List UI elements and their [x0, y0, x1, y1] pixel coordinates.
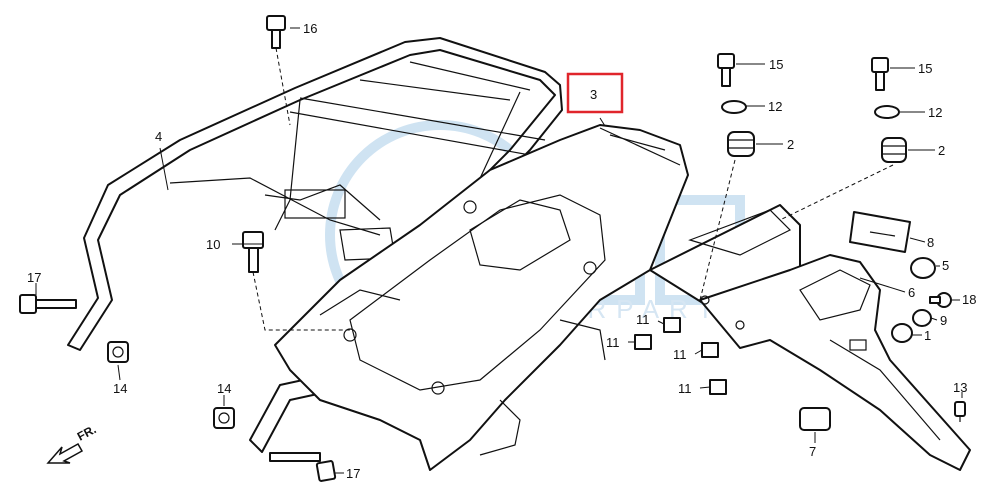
- part-3-rear-fender[interactable]: [274, 124, 689, 471]
- callout-18[interactable]: 18: [962, 292, 976, 307]
- callout-12b[interactable]: 12: [928, 105, 942, 120]
- callout-3[interactable]: 3: [590, 87, 597, 102]
- callout-15b[interactable]: 15: [918, 61, 932, 76]
- part-15-bolt-a[interactable]: [717, 53, 735, 87]
- part-5-rubber[interactable]: [910, 257, 936, 279]
- part-12-washer-a[interactable]: [721, 100, 747, 114]
- part-7-pad[interactable]: [799, 407, 831, 431]
- highlight-box-part-3: [566, 72, 624, 114]
- part-2-grommet-b[interactable]: [881, 137, 907, 163]
- part-17-bolt-lower[interactable]: [269, 452, 337, 482]
- hardware: [19, 15, 966, 482]
- direction-indicator: FR.: [46, 422, 99, 464]
- part-6-license-bracket[interactable]: [649, 204, 971, 471]
- part-2-grommet-a[interactable]: [727, 131, 755, 157]
- part-15-bolt-b[interactable]: [871, 57, 889, 91]
- callout-17b[interactable]: 17: [346, 466, 360, 481]
- part-10-bolt[interactable]: [242, 231, 264, 273]
- callout-2b[interactable]: 2: [938, 143, 945, 158]
- callout-11a[interactable]: 11: [636, 312, 650, 327]
- part-9-collar[interactable]: [912, 309, 932, 327]
- part-11-clip-a[interactable]: [663, 317, 681, 333]
- callout-1[interactable]: 1: [924, 328, 931, 343]
- callout-16[interactable]: 16: [303, 21, 317, 36]
- part-13-screw[interactable]: [954, 401, 966, 422]
- callout-10[interactable]: 10: [206, 237, 220, 252]
- callout-4[interactable]: 4: [155, 129, 162, 144]
- leader-lines: [35, 27, 963, 474]
- callout-11d[interactable]: 11: [678, 381, 692, 396]
- part-8-reflector[interactable]: [849, 211, 911, 253]
- callout-2a[interactable]: 2: [787, 137, 794, 152]
- part-11-clip-d[interactable]: [709, 379, 727, 395]
- callouts: 1 2 2 3 4 5 6 7 8 9 10 11 11 11 11 12 12…: [27, 21, 976, 481]
- part-14-nut-lower[interactable]: [213, 407, 235, 429]
- callout-17a[interactable]: 17: [27, 270, 41, 285]
- callout-12a[interactable]: 12: [768, 99, 782, 114]
- part-14-nut-left[interactable]: [107, 341, 129, 363]
- callout-11b[interactable]: 11: [606, 335, 620, 350]
- callout-5[interactable]: 5: [942, 258, 949, 273]
- callout-11c[interactable]: 11: [673, 347, 687, 362]
- callout-14b[interactable]: 14: [217, 381, 231, 396]
- callout-9[interactable]: 9: [940, 313, 947, 328]
- callout-6[interactable]: 6: [908, 285, 915, 300]
- callout-8[interactable]: 8: [927, 235, 934, 250]
- part-11-clip-c[interactable]: [701, 342, 719, 358]
- part-11-clip-b[interactable]: [634, 334, 652, 350]
- part-1-collar[interactable]: [891, 323, 913, 343]
- callout-15a[interactable]: 15: [769, 57, 783, 72]
- callout-13[interactable]: 13: [953, 380, 967, 395]
- part-12-washer-b[interactable]: [874, 105, 900, 119]
- direction-label: FR.: [75, 422, 99, 443]
- callout-7[interactable]: 7: [809, 444, 816, 459]
- part-17-bolt-left[interactable]: [19, 294, 77, 314]
- part-18-screw[interactable]: [929, 292, 952, 308]
- callout-14a[interactable]: 14: [113, 381, 127, 396]
- part-16-bolt[interactable]: [266, 15, 286, 49]
- front-arrow-icon: [46, 442, 84, 464]
